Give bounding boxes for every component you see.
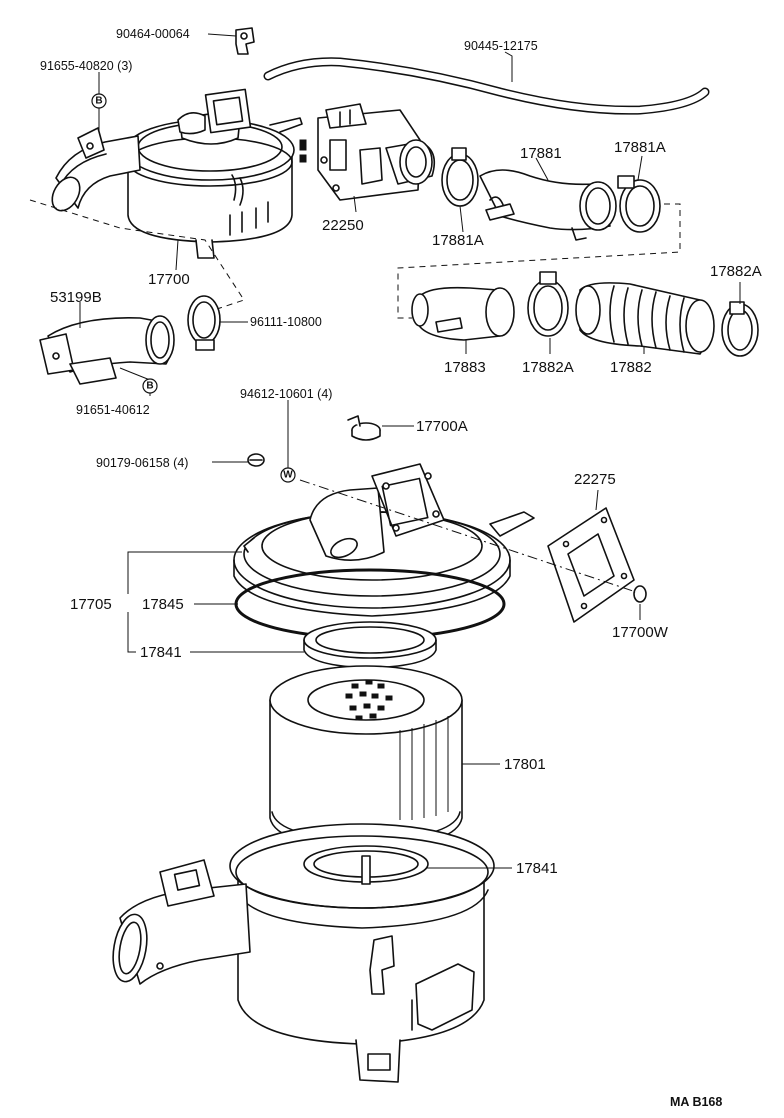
clamp-17882A-middle (527, 271, 569, 337)
label-90464-00064: 90464-00064 (116, 27, 190, 41)
label-90179-06158: 90179-06158 (4) (96, 456, 188, 470)
label-17841-top: 17841 (140, 644, 182, 661)
label-17841-bottom: 17841 (516, 860, 558, 877)
label-96111-10800: 96111-10800 (250, 315, 322, 329)
label-17883: 17883 (444, 359, 486, 376)
air-filter-element-17801 (269, 665, 463, 849)
axis-lid-to-gasket (299, 479, 637, 593)
label-17705: 17705 (70, 596, 112, 613)
air-flow-meter-22250 (317, 103, 436, 201)
dashed-guide-hoses (397, 203, 681, 319)
label-17700: 17700 (148, 271, 190, 288)
part-17700A (347, 415, 381, 441)
hose-90445-12175 (263, 57, 710, 115)
label-53199B: 53199B (50, 289, 102, 306)
label-22250: 22250 (322, 217, 364, 234)
dashed-guide-17700 (29, 199, 245, 319)
clamp-96111-10800 (187, 295, 221, 351)
label-17881A-left: 17881A (432, 232, 484, 249)
hose-17883 (411, 286, 515, 341)
label-17845: 17845 (142, 596, 184, 613)
grommet-17700W (633, 585, 647, 603)
label-17801: 17801 (504, 756, 546, 773)
label-91655-40820: 91655-40820 (3) (40, 59, 132, 73)
gasket-plate-22275 (547, 507, 635, 623)
svg-text:B: B (95, 96, 102, 107)
air-cleaner-case-lower (112, 823, 495, 1083)
bellows-hose-17882 (575, 282, 715, 355)
bolt-badge-bottom: B (142, 378, 158, 394)
clamp-17882A-right (721, 301, 759, 357)
label-17882: 17882 (610, 359, 652, 376)
clip-90464-00064 (235, 27, 255, 55)
label-17881A-right: 17881A (614, 139, 666, 156)
drawing-code: MA B168 (670, 1095, 722, 1109)
washer-badge: W (280, 467, 296, 483)
leader-lines (79, 33, 741, 869)
svg-text:B: B (146, 381, 153, 392)
clamp-17881A-left (441, 147, 479, 207)
label-17700A: 17700A (416, 418, 468, 435)
label-17881: 17881 (520, 145, 562, 162)
bolt-badge-top: B (91, 93, 107, 109)
air-cleaner-cap-17705 (233, 463, 535, 617)
label-22275: 22275 (574, 471, 616, 488)
air-cleaner-assembly-top (51, 88, 307, 259)
label-17700W: 17700W (612, 624, 669, 641)
label-17882A-right: 17882A (710, 263, 762, 280)
hose-17881 (479, 169, 617, 241)
clamp-17881A-right (617, 175, 661, 233)
label-90445-12175: 90445-12175 (464, 39, 538, 53)
gasket-ring-17841-top (303, 621, 437, 669)
label-17882A-middle: 17882A (522, 359, 574, 376)
screw-90179-06158 (247, 453, 265, 467)
label-94612-10601: 94612-10601 (4) (240, 387, 332, 401)
inlet-duct-53199B (39, 315, 175, 385)
filter-perforations (345, 679, 393, 721)
label-91651-40612: 91651-40612 (76, 403, 150, 417)
svg-text:W: W (283, 470, 293, 481)
